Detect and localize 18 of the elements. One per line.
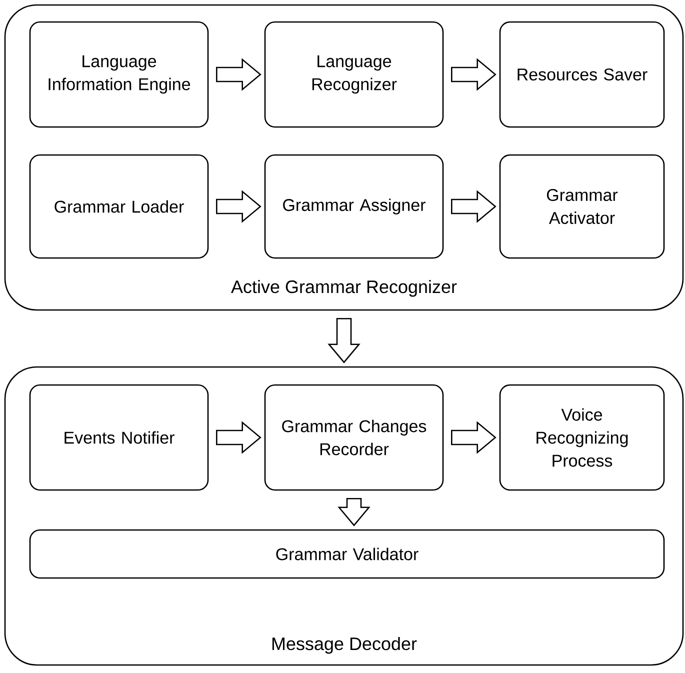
process-box: Grammar Validator bbox=[29, 529, 665, 579]
block-arrow bbox=[216, 58, 262, 91]
process-box: Language Recognizer bbox=[264, 21, 444, 128]
block-arrow bbox=[216, 190, 262, 223]
block-arrow bbox=[451, 190, 496, 223]
block-arrow bbox=[328, 318, 360, 364]
process-box: Grammar Loader bbox=[29, 154, 209, 259]
block-arrow bbox=[451, 421, 496, 454]
process-box: Events Notifier bbox=[29, 384, 209, 491]
process-box: Language Information Engine bbox=[29, 21, 209, 128]
block-arrow bbox=[451, 58, 496, 91]
process-box: Grammar Activator bbox=[499, 154, 665, 259]
process-box: Voice Recognizing Process bbox=[499, 384, 665, 491]
block-arrow bbox=[216, 421, 262, 454]
process-box: Resources Saver bbox=[499, 21, 665, 128]
block-arrow bbox=[338, 498, 370, 526]
process-box: Grammar Changes Recorder bbox=[264, 384, 444, 491]
process-box: Grammar Assigner bbox=[264, 154, 444, 259]
